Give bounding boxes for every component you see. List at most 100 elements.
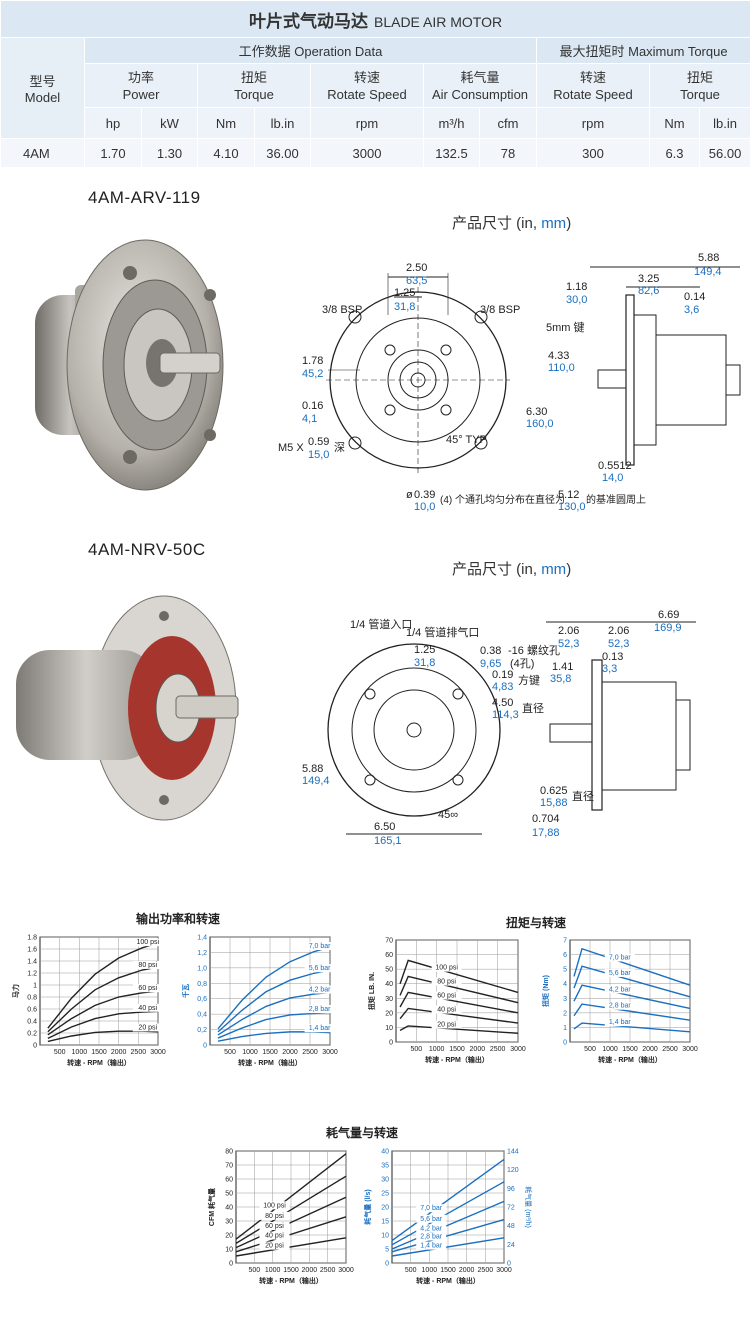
series-label: 80 psi: [437, 979, 456, 986]
dim-text: 14,0: [602, 472, 623, 484]
series-line: [399, 991, 519, 1014]
series-label: 20 psi: [437, 1022, 456, 1029]
series-line: [391, 1158, 505, 1242]
dim-text: -16 螺纹孔: [508, 643, 560, 657]
series-label-bg: [416, 1214, 447, 1223]
dim-text: 1.41: [552, 661, 573, 673]
dim-text: 直径: [572, 789, 594, 803]
dim-text: 5.88: [698, 252, 719, 264]
y-tick-label: 80: [225, 1149, 233, 1156]
y-tick-label: 0: [385, 1261, 389, 1268]
unit-cell: lb.in: [254, 107, 311, 139]
dim-text: 114,3: [492, 709, 519, 721]
y-tick-label: 0: [389, 1040, 393, 1047]
dim-text: 3/8 BSP: [322, 304, 362, 316]
dim-text: M5 X: [278, 442, 304, 454]
series-label-bg: [132, 938, 163, 947]
value-cell: 6.3: [649, 138, 700, 168]
series-label-bg: [304, 964, 335, 973]
unit-cell: m³/h: [423, 107, 480, 139]
dim-text: 0.14: [684, 291, 705, 303]
dim-text: 165,1: [374, 835, 402, 847]
y-tick-label: 1,4: [197, 935, 207, 942]
unit-cell: Nm: [649, 107, 700, 139]
max-torque-header: 最大扭矩时 Maximum Torque: [535, 37, 750, 64]
dim-text: 9,65: [480, 658, 501, 670]
x-tick-label: 2500: [131, 1049, 147, 1056]
y-tick-label: 0.4: [27, 1019, 37, 1026]
dimension-drawing-2: 1/4 管道入口 1/4 管道排气口 1.25 31,8 0.38 -16 螺纹…: [302, 609, 696, 847]
unit-cell: Nm: [197, 107, 255, 139]
series-label: 60 psi: [265, 1223, 284, 1230]
value-cell: 300: [536, 138, 650, 168]
y-tick-label: 10: [381, 1233, 389, 1240]
series-label: 1,4 bar: [309, 1025, 331, 1032]
dim-text: 6.30: [526, 406, 547, 418]
unit-cell: hp: [84, 107, 142, 139]
series-label: 7,0 bar: [609, 954, 631, 961]
series-line: [47, 990, 159, 1036]
dim-text: 1/4 管道排气口: [406, 625, 479, 639]
dim-text: 4,83: [492, 681, 513, 693]
y2-tick-label: 144: [507, 1149, 519, 1156]
unit-cell: cfm: [479, 107, 537, 139]
dim-text: 0.38: [480, 645, 501, 657]
series-line: [399, 1025, 519, 1034]
dim-text: 1/4 管道入口: [350, 617, 412, 631]
x-tick-label: 3000: [510, 1046, 526, 1053]
series-line: [235, 1196, 347, 1249]
series-label: 100 psi: [136, 939, 159, 946]
dim-text: 6.69: [658, 609, 679, 621]
y-tick-label: 10: [225, 1247, 233, 1254]
dim-text: 149,4: [694, 266, 722, 278]
y-tick-label: 60: [225, 1177, 233, 1184]
series-line: [235, 1175, 347, 1244]
series-label: 80 psi: [138, 962, 157, 969]
series-label-bg: [604, 1001, 635, 1010]
x-axis-label: 转速 - RPM（输出）: [416, 1276, 480, 1285]
dim-text: 15,0: [308, 449, 329, 461]
dim-text: 4.33: [548, 350, 569, 362]
x-axis-label: 转速 - RPM（输出）: [598, 1055, 662, 1064]
series-line: [217, 969, 331, 1033]
series-label: 1,4 bar: [420, 1243, 442, 1250]
x-tick-label: 1500: [283, 1267, 299, 1274]
dim-text: 17,88: [532, 827, 560, 839]
dim-text: 3.25: [638, 273, 659, 285]
value-cell: 1.30: [141, 138, 198, 168]
series-label-bg: [132, 960, 163, 969]
series-label: 40 psi: [265, 1233, 284, 1240]
series-label-bg: [132, 984, 163, 993]
y-tick-label: 0,6: [197, 996, 207, 1003]
y-tick-label: 25: [381, 1191, 389, 1198]
x-tick-label: 2500: [662, 1046, 678, 1053]
x-axis-label: 转速 - RPM（输出）: [238, 1058, 302, 1067]
series-label-bg: [259, 1201, 290, 1210]
motor-photo-1: [35, 239, 224, 491]
y-tick-label: 20: [385, 1010, 393, 1017]
dim-text: 31,8: [414, 657, 435, 669]
x-tick-label: 500: [405, 1267, 417, 1274]
series-line: [399, 1007, 519, 1024]
y2-axis-label: 耗气量 (m³/h): [524, 1186, 533, 1228]
series-label-bg: [604, 968, 635, 977]
dim-text: 5.88: [302, 763, 323, 775]
y2-tick-label: 0: [507, 1261, 511, 1268]
dim-text: 3,3: [602, 663, 617, 675]
series-line: [217, 946, 331, 1030]
series-label: 100 psi: [263, 1202, 286, 1209]
x-tick-label: 500: [224, 1049, 236, 1056]
series-line: [399, 975, 519, 1004]
dim-text: 10,0: [414, 501, 435, 513]
dim-text: (4孔): [510, 657, 534, 670]
unit-cell: kW: [141, 107, 198, 139]
y-tick-label: 0.6: [27, 1007, 37, 1014]
series-label: 60 psi: [437, 993, 456, 1000]
y-tick-label: 0,8: [197, 981, 207, 988]
series-label-bg: [431, 1020, 462, 1029]
y-tick-label: 0: [33, 1043, 37, 1050]
